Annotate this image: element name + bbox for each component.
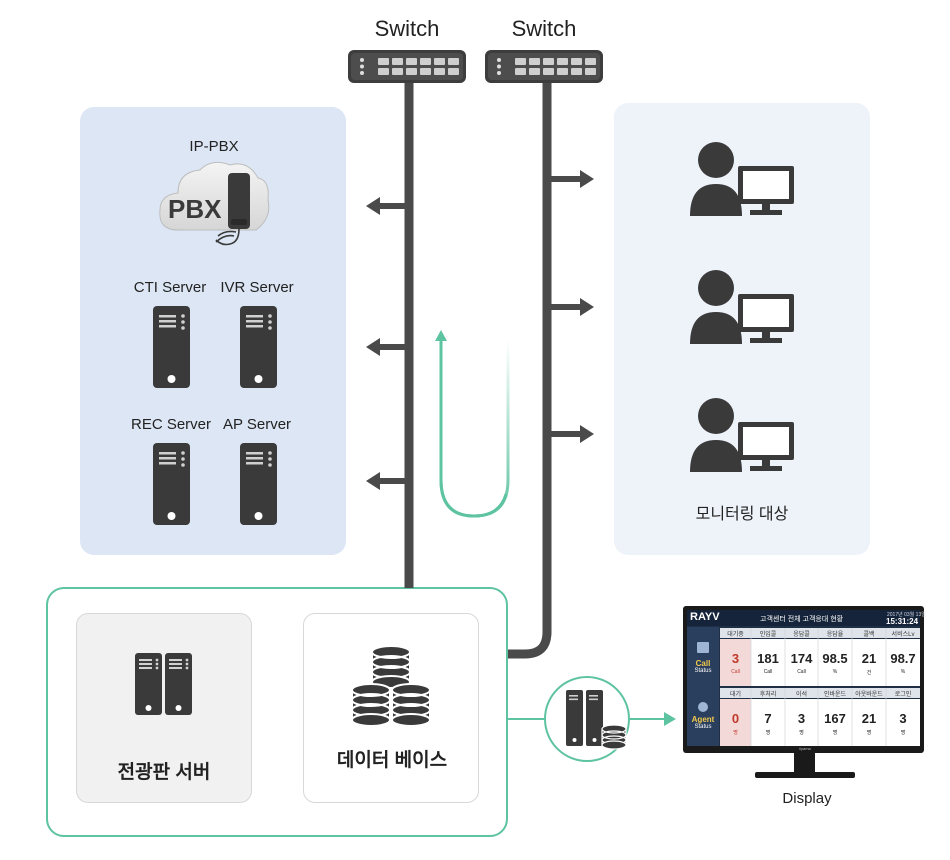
display-monitor	[683, 606, 924, 778]
call-unit: Call	[797, 669, 806, 675]
agent-value: 0	[731, 711, 740, 726]
display-server-label: 전광판 서버	[117, 762, 211, 783]
screen-time: 15:31:24	[886, 617, 919, 626]
call-value: 3	[731, 651, 740, 666]
agent-unit: 명	[733, 730, 738, 736]
arrow-to-agent-1	[547, 170, 594, 188]
arrow-to-agent-3	[547, 425, 594, 443]
monitor-brand: iiyama	[799, 746, 811, 751]
arrow-to-cti-ivr	[366, 338, 409, 356]
agent-value: 3	[797, 711, 806, 726]
agent-header: 아웃바운드	[855, 692, 883, 698]
display-label: Display	[782, 790, 832, 807]
call-value: 98.7	[890, 651, 916, 666]
display-link-arrowhead	[664, 712, 676, 726]
switch-icon	[348, 50, 466, 83]
agent-unit: 명	[799, 730, 804, 736]
display-server-icon	[135, 653, 192, 715]
database-icon	[351, 645, 431, 727]
call-value: 98.5	[822, 651, 848, 666]
agent-computer-icon	[690, 270, 794, 344]
database-label: 데이터 베이스	[336, 750, 448, 771]
call-value: 21	[861, 651, 877, 666]
data-flow-arrow	[435, 330, 510, 518]
agent-header: 후처리	[759, 692, 777, 698]
call-header: 응답콜	[793, 632, 810, 638]
agent-unit: 명	[866, 730, 872, 736]
screen-date: 2017년 03월 13일	[887, 612, 926, 618]
call-header: 응답율	[826, 632, 844, 638]
switch-label-1: Switch	[374, 16, 440, 41]
call-status-line1: Call	[695, 659, 711, 668]
arrow-to-pbx	[366, 197, 409, 215]
agent-value: 7	[764, 711, 772, 726]
call-header: 콜백	[863, 632, 875, 638]
ivr-server-label: IVR Server	[220, 279, 294, 296]
call-status-line2: Status	[694, 668, 712, 674]
agent-status-line1: Agent	[691, 715, 715, 724]
call-unit: %	[900, 669, 906, 675]
call-value: 174	[790, 651, 813, 666]
call-unit: Call	[731, 669, 740, 675]
rec-server-icon	[153, 443, 190, 525]
ivr-server-icon	[240, 306, 277, 388]
agent-value: 167	[824, 711, 846, 726]
agent-value: 21	[861, 711, 877, 726]
agent-unit: 명	[900, 730, 906, 736]
agent-unit: 명	[832, 730, 838, 736]
switch2-backbone-line	[508, 82, 552, 659]
monitoring-target-label: 모니터링 대상	[695, 506, 789, 523]
call-header: 서비스Lv	[891, 632, 915, 638]
agent-computer-icon	[690, 142, 794, 216]
agent-header: 로그인	[894, 692, 912, 698]
agent-header: 인바운드	[823, 692, 847, 698]
pbx-handset-icon	[215, 173, 250, 246]
ip-pbx-label: IP-PBX	[189, 138, 239, 155]
ap-server-label: AP Server	[222, 416, 292, 433]
screen-brand: RAYV	[690, 611, 720, 623]
arrow-to-agent-2	[547, 298, 594, 316]
call-unit: Call	[763, 669, 773, 675]
display-server-card	[76, 613, 252, 803]
screen-title: 고객센터 전체 고객응대 현황	[760, 616, 844, 623]
switch-icon	[485, 50, 603, 83]
call-value: 181	[757, 651, 779, 666]
collector-server-icon	[566, 690, 627, 750]
call-unit: %	[832, 669, 838, 675]
cti-server-label: CTI Server	[133, 279, 207, 296]
call-unit: 건	[866, 670, 872, 676]
agent-value: 3	[899, 711, 907, 726]
agent-status-line2: Status	[694, 724, 712, 730]
cti-server-icon	[153, 306, 190, 388]
ap-server-icon	[240, 443, 277, 525]
rec-server-label: REC Server	[130, 416, 212, 433]
agent-computer-icon	[690, 398, 794, 472]
agent-unit: 명	[765, 730, 771, 736]
pbx-badge-text: PBX	[168, 194, 222, 224]
arrow-to-rec-ap	[366, 472, 409, 490]
switch-label-2: Switch	[511, 16, 577, 41]
agent-header: 이석	[795, 692, 808, 698]
call-header: 인입콜	[759, 632, 777, 638]
agent-header: 대기	[729, 692, 742, 698]
call-header: 대기중	[727, 632, 744, 638]
